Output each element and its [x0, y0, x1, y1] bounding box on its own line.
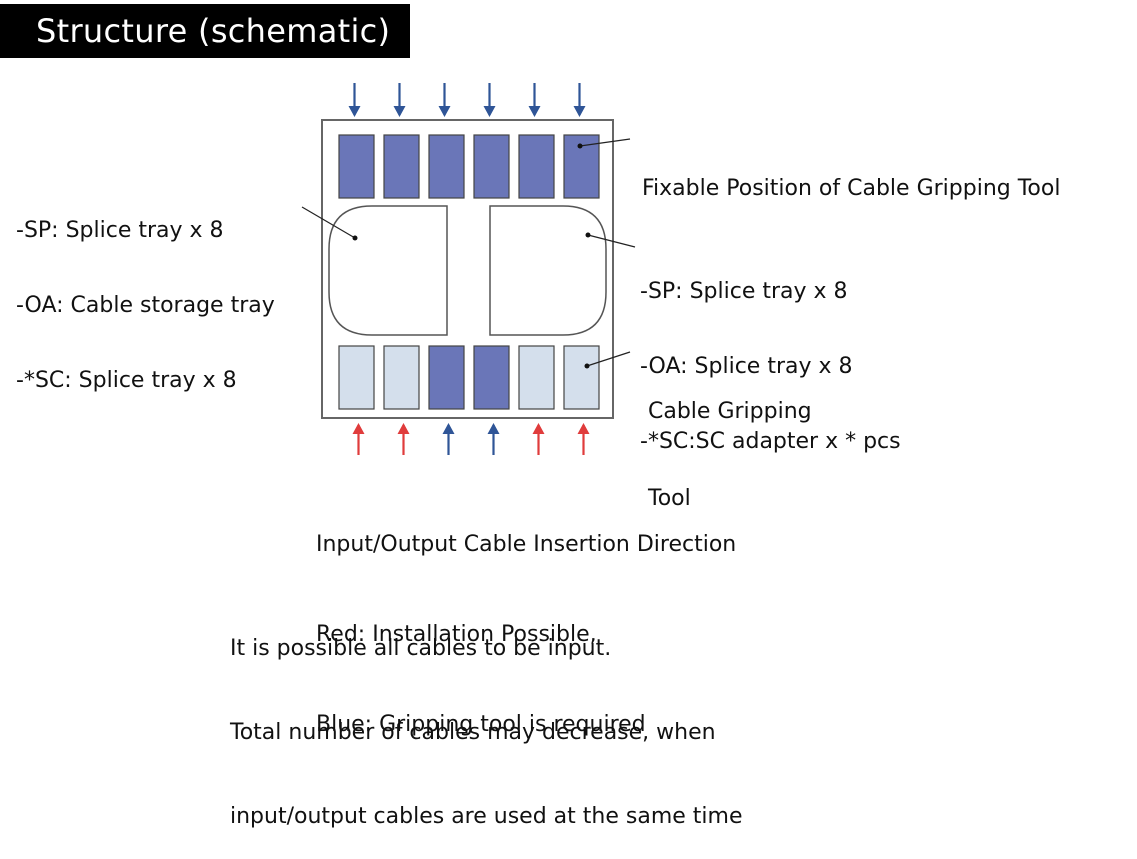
right-tray-area: [489, 205, 607, 336]
top-arrow-group: [348, 83, 586, 117]
top-arrow-blue: [438, 83, 451, 117]
right-tray-line: -*SC:SC adapter x * pcs: [640, 429, 901, 454]
top-slot-dark: [428, 134, 465, 199]
arrow-head: [438, 106, 451, 117]
gripping-tool-line: Cable Gripping: [648, 399, 812, 424]
leader-left-tray: [301, 206, 356, 239]
label-gripping-tool: Cable Gripping Tool: [648, 339, 812, 542]
top-arrow-blue: [573, 83, 586, 117]
label-fixable-position: Fixable Position of Cable Gripping Tool: [642, 176, 1061, 201]
top-slot-dark: [518, 134, 555, 199]
top-arrow-blue: [528, 83, 541, 117]
leader-dot: [585, 232, 591, 238]
bottom-arrow-red: [397, 423, 410, 455]
leader-dot: [577, 143, 583, 149]
top-arrow-blue: [348, 83, 361, 117]
right-tray-line: -OA: Splice tray x 8: [640, 354, 853, 379]
bottom-arrow-red: [352, 423, 365, 455]
bottom-slot-light: [383, 345, 420, 410]
right-tray-line: -SP: Splice tray x 8: [640, 279, 848, 304]
bottom-slot-light: [518, 345, 555, 410]
note-line: input/output cables are used at the same…: [230, 804, 743, 829]
arrow-head: [348, 106, 361, 117]
bottom-slot-dark: [428, 345, 465, 410]
leader-gripping-tool: [586, 351, 631, 367]
bottom-slot-dark: [473, 345, 510, 410]
leader-right-tray: [587, 234, 636, 248]
direction-line: Input/Output Cable Insertion Direction: [316, 532, 737, 557]
bottom-arrow-red: [577, 423, 590, 455]
note-line: Total number of cables may decrease, whe…: [230, 720, 716, 745]
top-arrow-blue: [483, 83, 496, 117]
section-header: Structure (schematic): [0, 4, 410, 58]
direction-line: Red: Installation Possible,: [316, 622, 597, 647]
arrow-head: [483, 106, 496, 117]
left-tray-line: -SP: Splice tray x 8: [16, 218, 224, 243]
note-text: It is possible all cables to be input. T…: [230, 582, 742, 859]
arrow-head: [393, 106, 406, 117]
bottom-arrow-blue: [442, 423, 455, 455]
left-tray-line: -OA: Cable storage tray: [16, 293, 275, 318]
arrow-head: [573, 106, 586, 117]
bottom-arrow-red: [532, 423, 545, 455]
arrow-head: [352, 423, 365, 434]
arrow-head: [577, 423, 590, 434]
note-line: It is possible all cables to be input.: [230, 636, 612, 661]
bottom-arrow-blue: [487, 423, 500, 455]
gripping-tool-line: Tool: [648, 486, 691, 511]
arrow-head: [532, 423, 545, 434]
arrow-head: [528, 106, 541, 117]
top-arrow-blue: [393, 83, 406, 117]
leader-dot: [352, 235, 358, 241]
bottom-arrow-group: [352, 423, 590, 455]
enclosure-schematic: [301, 83, 636, 455]
bottom-slot-light: [338, 345, 375, 410]
bottom-slot-light: [563, 345, 600, 410]
left-tray-area: [328, 205, 448, 336]
section-title: Structure (schematic): [36, 12, 391, 50]
top-slot-dark: [473, 134, 510, 199]
label-left-tray: -SP: Splice tray x 8 -OA: Cable storage …: [16, 168, 275, 418]
bottom-slot-group: [338, 345, 600, 410]
arrow-head: [442, 423, 455, 434]
leader-dot: [584, 363, 590, 369]
left-tray-line: -*SC: Splice tray x 8: [16, 368, 237, 393]
label-right-tray: -SP: Splice tray x 8 -OA: Splice tray x …: [640, 229, 901, 479]
leader-fixable-position: [579, 138, 631, 147]
arrow-head: [487, 423, 500, 434]
arrow-head: [397, 423, 410, 434]
top-slot-dark: [383, 134, 420, 199]
top-slot-dark: [338, 134, 375, 199]
